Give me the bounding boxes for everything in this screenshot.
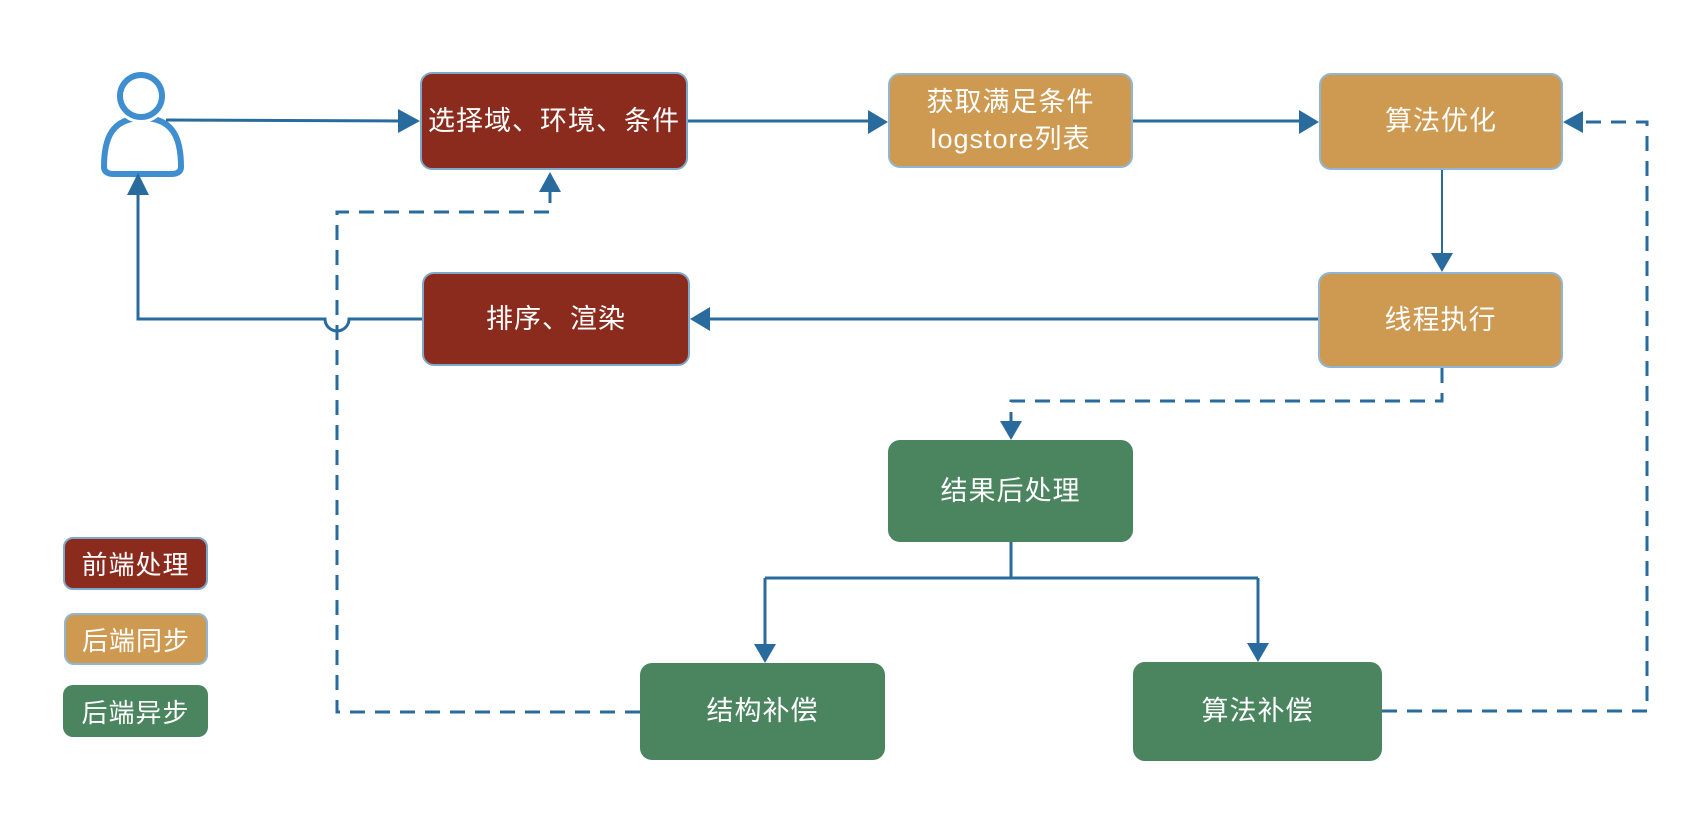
connector-select-to-fetch — [688, 110, 888, 134]
legend-item-backend-async: 后端异步 — [63, 685, 208, 737]
node-label: 线程执行 — [1384, 304, 1497, 335]
node-select-domain-env-conditions: 选择域、环境、条件 — [420, 72, 688, 170]
node-label: 获取满足条件 logstore列表 — [926, 87, 1095, 154]
node-result-postprocessing: 结果后处理 — [888, 440, 1133, 542]
legend-label: 后端同步 — [81, 625, 190, 656]
connector-algo-comp-to-optimize-dashed — [1382, 111, 1649, 713]
node-algorithm-compensation: 算法补偿 — [1133, 662, 1382, 761]
legend-item-frontend: 前端处理 — [63, 537, 208, 590]
legend-label: 后端异步 — [81, 697, 190, 728]
connector-fetch-to-optimize — [1133, 110, 1319, 134]
node-label: 算法优化 — [1385, 106, 1497, 137]
node-label: 算法补偿 — [1201, 696, 1314, 727]
node-label: 结果后处理 — [940, 475, 1081, 506]
connector-sort-to-user — [127, 173, 422, 333]
node-fetch-logstore-list: 获取满足条件 logstore列表 — [888, 73, 1133, 168]
connector-optimize-to-thread — [1431, 170, 1453, 272]
node-thread-execution: 线程执行 — [1318, 272, 1563, 368]
node-algorithm-optimization: 算法优化 — [1319, 73, 1563, 170]
connector-thread-to-post-dashed — [1000, 368, 1444, 440]
connector-user-to-select — [165, 109, 420, 133]
legend-label: 前端处理 — [81, 550, 190, 580]
node-label: 选择域、环境、条件 — [428, 105, 680, 136]
connector-thread-to-sort — [690, 307, 1318, 331]
node-label: 结构补偿 — [706, 696, 819, 727]
node-sort-render: 排序、渲染 — [422, 272, 690, 366]
connector-post-to-compensations — [754, 542, 1269, 663]
legend-item-backend-sync: 后端同步 — [64, 613, 208, 665]
node-label: 排序、渲染 — [486, 303, 626, 334]
user-icon — [101, 69, 184, 177]
connector-struct-comp-to-select-dashed — [335, 172, 640, 714]
node-structure-compensation: 结构补偿 — [640, 663, 885, 760]
